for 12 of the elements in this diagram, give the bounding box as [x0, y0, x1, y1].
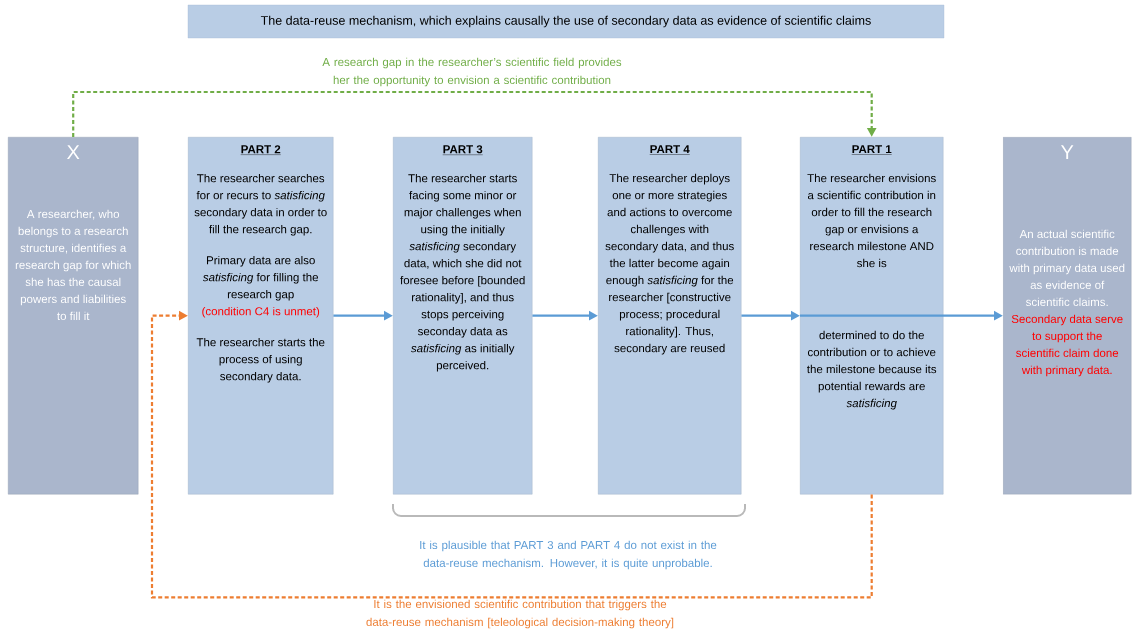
- arrow: [72, 90, 877, 137]
- arrow: [150, 310, 873, 599]
- actor-box: X A researcher, who belongs to a research structure, identifies a research gap for which she has the causal powers and liabilities to fill it: [8, 137, 139, 495]
- note: It is plausible that PART 3 and PART 4 do not exist in the data-reuse mechanism. However, it is quite unprobable.: [420, 540, 717, 570]
- process-box: PART 4 The researcher deploys one or more strategies and actions to overcome challenges with secondary data, and thus the latter become again enough satisficing for the researcher [constructive process; procedural rationality]. Thus, secondary are reused: [598, 137, 742, 495]
- outcome-box: Y An actual scientific contribution is made with primary data used as evidence of scientific claims. Secondary data serve to support the scientific claim done with primary data.: [1003, 137, 1132, 495]
- process-box: PART 3 The researcher starts facing some minor or major challenges when using the initially satisficing secondary data, which she did not foresee before [bounded rationality], and thus stops perceiving seconday data as satisficing as initially perceived.: [393, 137, 533, 495]
- process-box: PART 1 The researcher envisions a scientific contribution in order to fill the research gap or envisions a research milestone AND she is determined to do the contribution or to achieve the milestone because its potential rewards are satisficing: [800, 137, 944, 495]
- edge-label: It is the envisioned scientific contribution that triggers the data-reuse mechanism [teleological decision-making theory]: [366, 599, 674, 629]
- edge-label: A research gap in the researcher’s scientific field provides her the opportunity to envision a scientific contribution: [322, 57, 622, 87]
- process-box: PART 2 The researcher searches for or recurs to satisficing secondary data in order to fill the research gap. Primary data are also satisficing for filling the research gap (condition C4 is unmet) The researcher starts the process of using secondary data.: [188, 137, 334, 495]
- title-box: The data-reuse mechanism, which explains causally the use of secondary data as evidence of scientific claims: [187, 4, 945, 39]
